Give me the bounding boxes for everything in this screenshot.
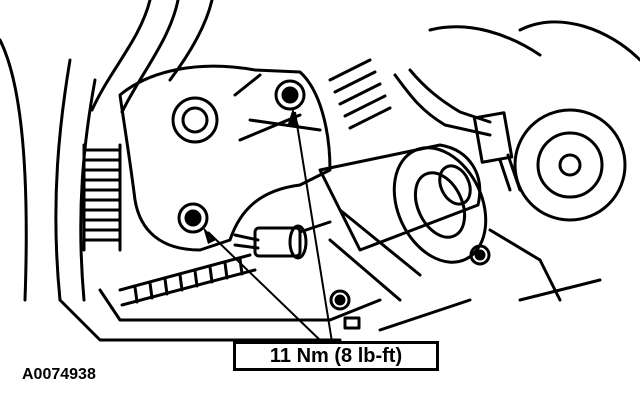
upper-bolt xyxy=(274,79,306,111)
electrical-connector xyxy=(472,111,514,164)
left-outer-edge xyxy=(0,38,28,302)
left-corrugated-harness xyxy=(82,143,122,252)
right-corrugated-harness xyxy=(328,58,392,130)
upper-round-boss xyxy=(171,96,219,144)
pulley xyxy=(513,108,627,222)
lower-fastener xyxy=(329,289,361,330)
actuator-motor xyxy=(318,143,488,302)
right-wiring-harness xyxy=(393,68,492,137)
arrowhead-lower xyxy=(203,227,216,244)
leader-upper xyxy=(294,111,333,343)
lower-frame xyxy=(58,288,382,342)
upper-hose xyxy=(90,0,214,114)
figure-id-label: A0074938 xyxy=(22,366,96,383)
torque-callout-box: 11 Nm (8 lb-ft) xyxy=(233,341,439,371)
arrowheads xyxy=(203,108,299,244)
arrowhead-upper xyxy=(287,108,299,127)
bracket-ridge xyxy=(233,73,322,142)
leader-lower xyxy=(207,231,323,343)
lower-bolt xyxy=(177,202,209,234)
lower-corrugated-harness xyxy=(118,253,257,307)
right-lower-fastener xyxy=(469,244,491,266)
left-hose xyxy=(54,58,97,302)
mounting-bracket xyxy=(118,64,332,252)
linkage-rod xyxy=(233,220,332,260)
torque-label: 11 Nm (8 lb-ft) xyxy=(269,344,403,367)
leader-lines xyxy=(207,111,333,343)
